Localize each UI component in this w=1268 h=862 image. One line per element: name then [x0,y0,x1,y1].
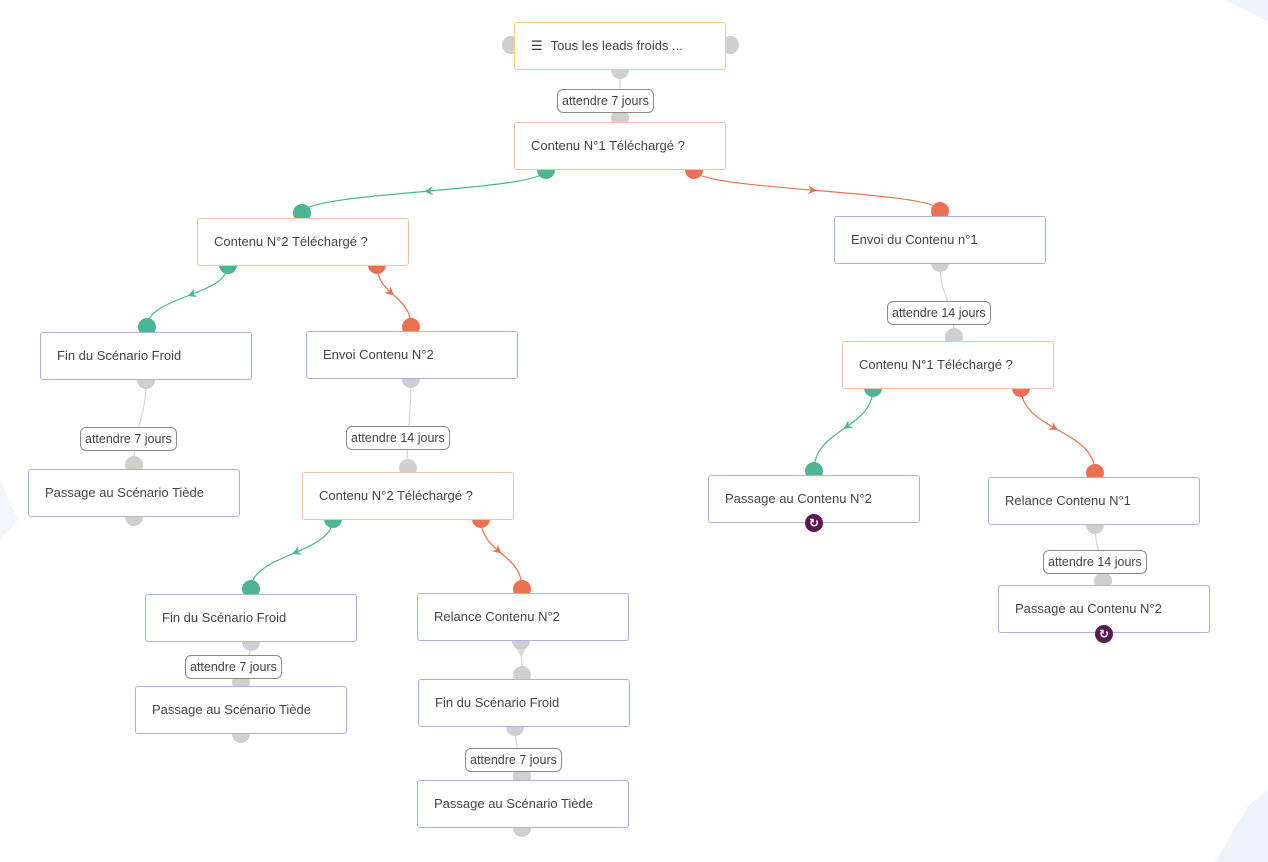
arrow-head [491,544,502,554]
condition-node[interactable]: Contenu N°2 Téléchargé ? [302,472,514,520]
action-node[interactable]: Passage au Contenu N°2 [998,585,1210,633]
node-label: Envoi du Contenu n°1 [851,232,978,247]
wait-delay-label[interactable]: attendre 7 jours [80,427,177,451]
node-label: Passage au Contenu N°2 [725,491,872,506]
wait-delay-label[interactable]: attendre 14 jours [346,426,450,450]
wait-delay-label[interactable]: attendre 14 jours [1043,550,1147,574]
arrow-head [187,288,198,297]
action-node[interactable]: Relance Contenu N°2 [417,593,629,641]
action-node[interactable]: Relance Contenu N°1 [988,477,1200,525]
condition-node[interactable]: Contenu N°2 Téléchargé ? [197,218,409,266]
node-label: Passage au Contenu N°2 [1015,601,1162,616]
node-label: Fin du Scénario Froid [435,695,560,710]
wait-delay-label[interactable]: attendre 7 jours [185,655,282,679]
action-node[interactable]: Fin du Scénario Froid [145,594,357,642]
trigger-node[interactable]: ☰ Tous les leads froids ... [514,22,726,70]
node-label: Contenu N°1 Téléchargé ? [859,357,1013,372]
arrow-head [1047,421,1058,430]
arrow-head [292,546,303,555]
action-node[interactable]: Fin du Scénario Froid [40,332,252,380]
action-node[interactable]: Passage au Scénario Tiède [28,469,240,517]
node-label: Passage au Scénario Tiède [434,796,593,811]
input-port-yes [293,204,311,222]
connector-line [939,262,955,337]
action-node[interactable]: Fin du Scénario Froid [418,679,630,727]
connector-line [301,169,547,214]
node-label: Contenu N°1 Téléchargé ? [531,138,685,153]
refresh-icon[interactable]: ↻ [1095,625,1113,643]
node-label: Fin du Scénario Froid [57,348,182,363]
action-node[interactable]: Passage au Scénario Tiède [135,686,347,734]
node-label: Envoi Contenu N°2 [323,347,434,362]
action-node[interactable]: Passage au Scénario Tiède [417,780,629,828]
wait-delay-label[interactable]: attendre 14 jours [887,301,991,325]
input-port-yes [242,580,260,598]
input-port-no [931,202,949,220]
wait-delay-label[interactable]: attendre 7 jours [465,748,562,772]
node-label: Relance Contenu N°2 [434,609,560,624]
condition-node[interactable]: Contenu N°1 Téléchargé ? [514,122,726,170]
node-label: Tous les leads froids ... [550,38,683,53]
arrow-head [843,420,854,429]
node-label: Fin du Scénario Froid [162,610,287,625]
arrow-head [516,648,526,658]
connector-line [406,378,412,468]
node-label: Contenu N°2 Téléchargé ? [319,488,473,503]
arrow-head [807,185,817,195]
arrow-head [384,286,394,296]
node-label: Contenu N°2 Téléchargé ? [214,234,368,249]
wait-delay-label[interactable]: attendre 7 jours [557,89,654,113]
condition-node[interactable]: Contenu N°1 Téléchargé ? [842,341,1054,389]
node-label: Relance Contenu N°1 [1005,493,1131,508]
input-port-yes [138,318,156,336]
arrow-head [424,186,434,196]
action-node[interactable]: Envoi du Contenu n°1 [834,216,1046,264]
refresh-icon[interactable]: ↻ [805,514,823,532]
connector-line [133,379,147,465]
action-node[interactable]: Envoi Contenu N°2 [306,331,518,379]
node-label: Passage au Scénario Tiède [45,485,204,500]
node-label: Passage au Scénario Tiède [152,702,311,717]
list-icon: ☰ [531,38,543,53]
